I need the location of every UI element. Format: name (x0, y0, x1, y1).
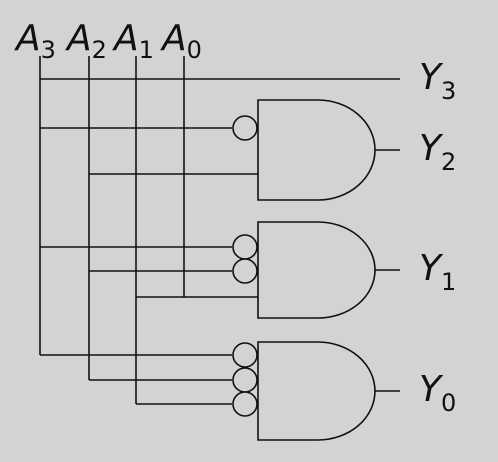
and-gate-y1 (257, 221, 376, 319)
inverter-bubble-g1-1 (232, 115, 258, 141)
inverter-bubble-g2-2 (232, 258, 258, 284)
input-label-a1: A1 (112, 18, 154, 64)
output-label-y3: Y3 (419, 57, 456, 105)
and-gate-y2 (257, 99, 376, 201)
inverter-bubble-g3-1 (232, 342, 258, 368)
output-label-y0: Y0 (419, 369, 456, 417)
output-label-y1: Y1 (419, 248, 456, 296)
input-label-a0: A0 (160, 18, 202, 64)
inverter-bubble-g2-1 (232, 234, 258, 260)
input-label-a3: A3 (14, 18, 56, 64)
input-label-a2: A2 (65, 18, 107, 64)
inverter-bubble-g3-2 (232, 367, 258, 393)
output-label-y2: Y2 (419, 128, 456, 176)
inverter-bubble-g3-3 (232, 391, 258, 417)
and-gate-y0 (257, 341, 376, 441)
